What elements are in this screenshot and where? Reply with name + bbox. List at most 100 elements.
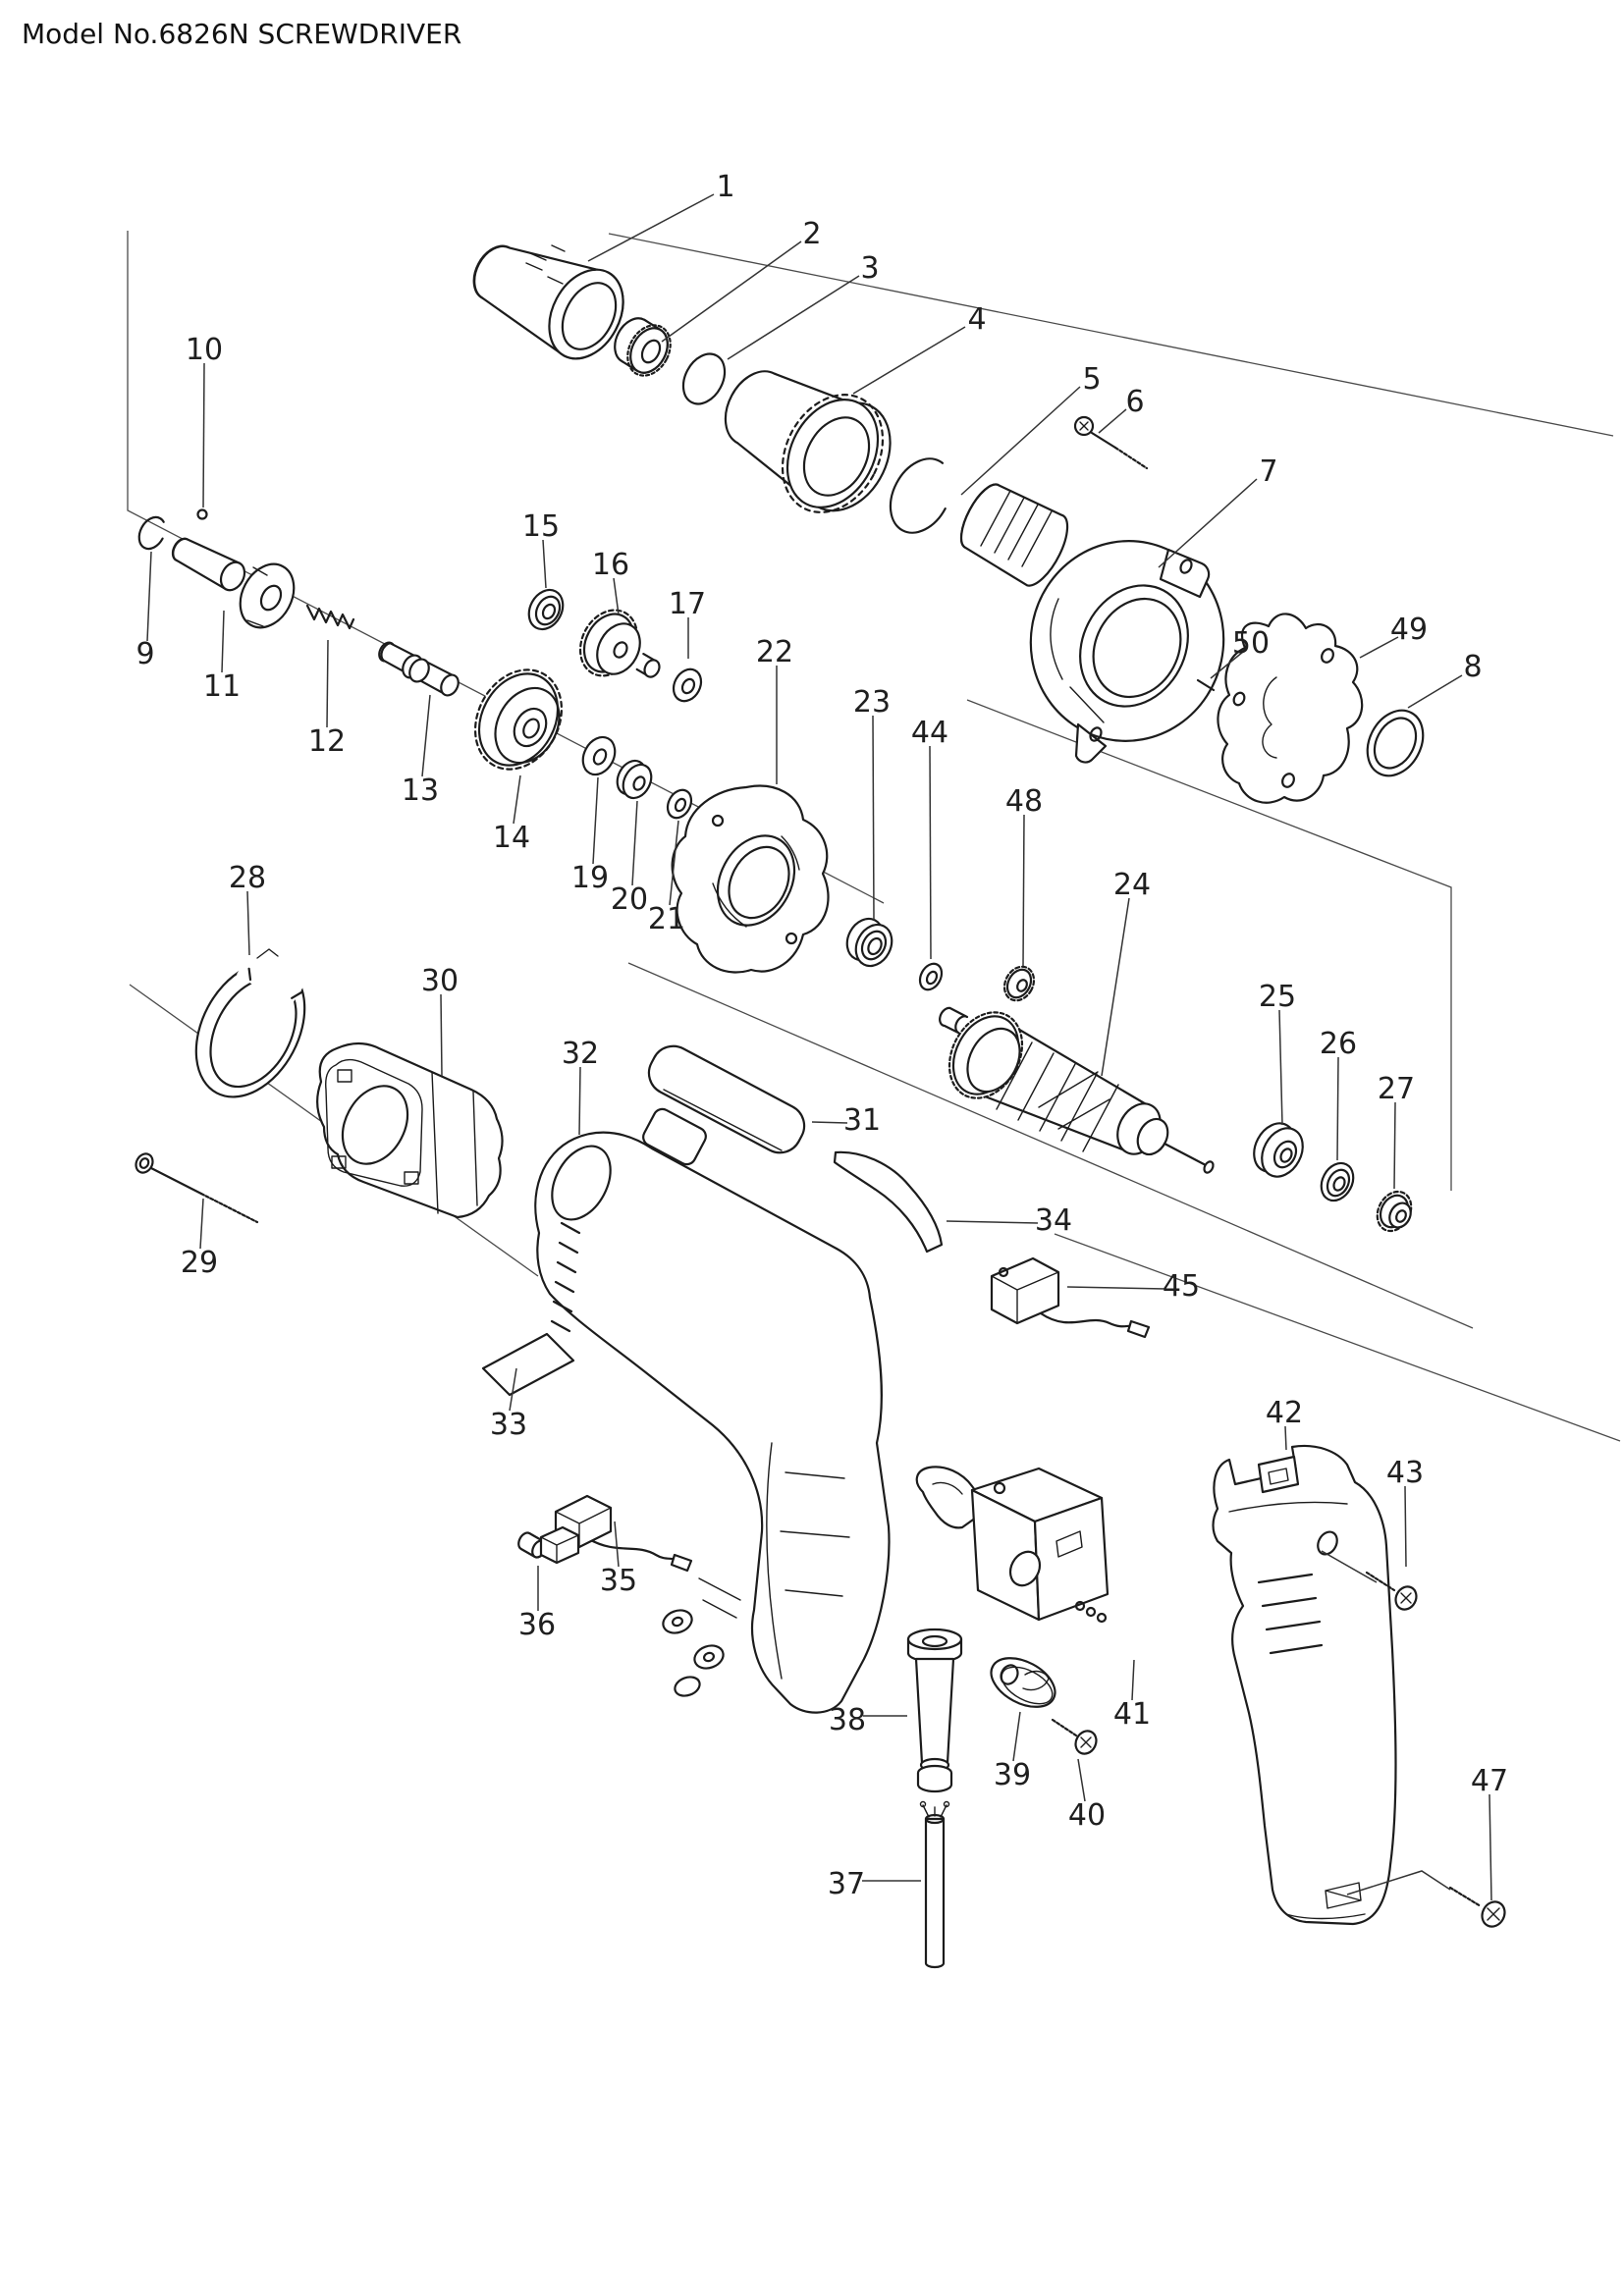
part-label-3: 3 <box>860 251 879 286</box>
part-label-4: 4 <box>967 302 986 337</box>
part-drawing-47 <box>1448 1886 1506 1928</box>
part-label-2: 2 <box>802 217 821 251</box>
part-drawing-19 <box>581 735 617 776</box>
part-drawing-7 <box>959 483 1225 764</box>
part-label-36: 36 <box>518 1608 556 1642</box>
leader-part-34 <box>946 1220 1039 1224</box>
leader-part-41 <box>1131 1659 1135 1701</box>
part-drawing-43 <box>1365 1571 1418 1611</box>
part-drawing-27 <box>1376 1190 1413 1233</box>
leader-part-7 <box>1158 478 1258 568</box>
part-drawing-25 <box>1253 1122 1304 1178</box>
part-label-19: 19 <box>571 861 609 895</box>
leader-part-39 <box>1012 1711 1021 1762</box>
part-label-35: 35 <box>600 1564 637 1598</box>
part-label-13: 13 <box>402 774 439 808</box>
leader-part-47 <box>1489 1793 1492 1901</box>
part-label-30: 30 <box>421 964 459 998</box>
leader-part-10 <box>202 362 205 508</box>
part-label-42: 42 <box>1266 1396 1303 1430</box>
leader-part-29 <box>199 1198 204 1250</box>
leader-part-11 <box>221 610 225 673</box>
part-label-32: 32 <box>562 1037 599 1071</box>
part-label-12: 12 <box>308 724 346 759</box>
leader-part-35 <box>614 1521 620 1568</box>
part-drawing-42 <box>1212 1444 1397 1926</box>
part-label-48: 48 <box>1005 784 1043 819</box>
part-drawing-29 <box>135 1152 259 1224</box>
part-label-11: 11 <box>203 669 241 704</box>
part-label-33: 33 <box>490 1408 527 1442</box>
part-label-16: 16 <box>592 548 629 582</box>
part-label-50: 50 <box>1232 626 1270 661</box>
part-drawing-2 <box>614 317 672 377</box>
part-drawing-39 <box>990 1657 1056 1708</box>
part-drawing-14 <box>473 668 564 771</box>
part-label-1: 1 <box>716 170 734 204</box>
part-drawing-10 <box>196 508 208 520</box>
leader-part-48 <box>1022 814 1025 967</box>
boundary-line-4 <box>627 962 1474 1329</box>
part-label-29: 29 <box>181 1246 218 1280</box>
part-drawing-23 <box>845 917 893 968</box>
part-label-15: 15 <box>522 509 560 544</box>
connector-line-2 <box>1346 1870 1451 1896</box>
part-drawing-4 <box>724 370 892 513</box>
boundary-line-3 <box>966 699 1452 1191</box>
part-drawing-13 <box>378 641 460 697</box>
leader-part-9 <box>146 551 152 642</box>
part-label-28: 28 <box>229 861 266 895</box>
part-label-20: 20 <box>611 882 648 917</box>
part-label-8: 8 <box>1463 650 1482 684</box>
part-drawing-1 <box>472 244 624 360</box>
part-label-43: 43 <box>1386 1456 1424 1490</box>
part-label-24: 24 <box>1113 868 1151 902</box>
leader-part-3 <box>727 275 860 360</box>
part-drawing-41 <box>915 1466 1110 1624</box>
part-drawing-5 <box>889 457 953 534</box>
leader-part-20 <box>631 800 638 886</box>
part-drawing-28 <box>194 931 317 1098</box>
part-drawing-17 <box>672 667 703 703</box>
part-label-38: 38 <box>829 1703 866 1737</box>
part-drawing-24 <box>939 1006 1215 1174</box>
part-drawing-31 <box>642 1044 806 1166</box>
leader-part-30 <box>440 993 443 1077</box>
leader-part-24 <box>1101 897 1130 1077</box>
leader-part-44 <box>929 745 932 960</box>
part-drawing-50 <box>1196 678 1216 692</box>
part-label-41: 41 <box>1113 1697 1151 1732</box>
leader-part-42 <box>1284 1425 1287 1451</box>
part-label-9: 9 <box>135 637 154 671</box>
part-label-37: 37 <box>828 1867 865 1901</box>
part-label-27: 27 <box>1378 1072 1415 1106</box>
part-drawing-32 <box>534 1131 891 1714</box>
leader-part-21 <box>669 820 679 906</box>
part-drawing-3 <box>681 352 727 405</box>
leader-part-45 <box>1066 1286 1166 1290</box>
part-drawing-22 <box>671 784 830 974</box>
part-drawing-48 <box>1002 965 1036 1002</box>
leader-part-2 <box>661 240 802 343</box>
leader-part-14 <box>513 774 521 825</box>
part-drawing-45 <box>990 1256 1151 1339</box>
part-label-23: 23 <box>853 685 891 720</box>
leader-part-16 <box>613 577 620 615</box>
leader-part-6 <box>1098 408 1127 434</box>
leader-part-31 <box>811 1121 848 1124</box>
part-label-7: 7 <box>1259 454 1277 489</box>
leader-part-40 <box>1077 1758 1086 1802</box>
part-label-25: 25 <box>1259 980 1296 1014</box>
part-drawing-26 <box>1320 1161 1355 1202</box>
part-label-47: 47 <box>1471 1764 1508 1798</box>
leader-part-32 <box>578 1066 581 1136</box>
part-drawing-20 <box>616 759 653 800</box>
leader-part-5 <box>960 386 1081 496</box>
leader-part-8 <box>1407 674 1463 709</box>
leader-part-27 <box>1393 1101 1396 1190</box>
part-label-26: 26 <box>1320 1027 1357 1061</box>
part-drawing-40 <box>1051 1718 1098 1755</box>
part-label-49: 49 <box>1390 613 1428 647</box>
part-label-34: 34 <box>1035 1203 1072 1238</box>
boundary-line-5 <box>1054 1233 1621 1442</box>
